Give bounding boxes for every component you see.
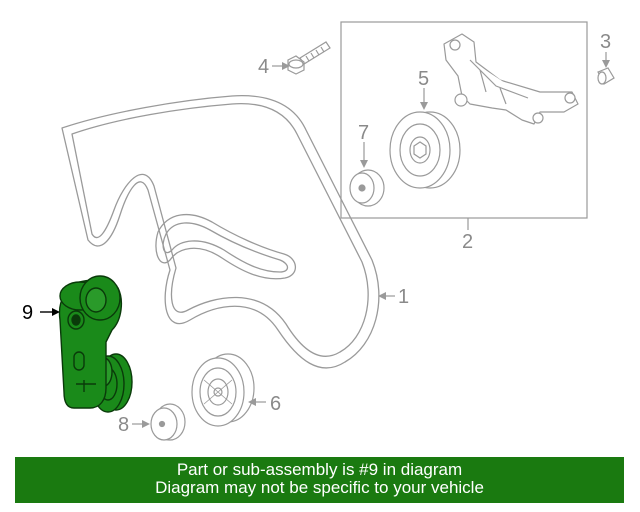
banner-line-2: Diagram may not be specific to your vehi… — [155, 478, 484, 497]
pulley — [389, 111, 461, 189]
callout-3: 3 — [600, 31, 611, 53]
callout-2: 2 — [462, 231, 473, 253]
callout-6-arrowhead — [248, 398, 256, 406]
callout-9-arrowhead — [52, 308, 60, 316]
callout-5: 5 — [418, 68, 429, 90]
highlight-banner: Part or sub-assembly is #9 in diagram Di… — [15, 457, 624, 503]
callout-8-arrowhead — [142, 420, 150, 428]
idler-pulley — [191, 353, 255, 427]
small-cap — [349, 169, 385, 207]
callout-6: 6 — [270, 393, 281, 415]
sub-assembly-box — [340, 21, 588, 219]
bolt — [287, 41, 331, 75]
callout-5-arrowhead — [420, 102, 428, 110]
cap — [597, 67, 615, 85]
tensioner-assembly[interactable] — [58, 275, 133, 413]
serpentine-belt — [61, 95, 380, 369]
callout-7-arrowhead — [360, 160, 368, 168]
callout-7: 7 — [358, 122, 369, 144]
dust-cap — [150, 403, 186, 441]
banner-line-1: Part or sub-assembly is #9 in diagram — [176, 460, 463, 479]
callout-4: 4 — [258, 56, 269, 78]
mounting-bracket — [443, 33, 579, 125]
callout-1: 1 — [398, 286, 409, 308]
callout-8: 8 — [118, 414, 129, 436]
callout-3-arrowhead — [602, 60, 610, 68]
callout-9: 9 — [22, 302, 33, 324]
callout-4-arrowhead — [282, 62, 290, 70]
callout-1-arrowhead — [378, 292, 386, 300]
